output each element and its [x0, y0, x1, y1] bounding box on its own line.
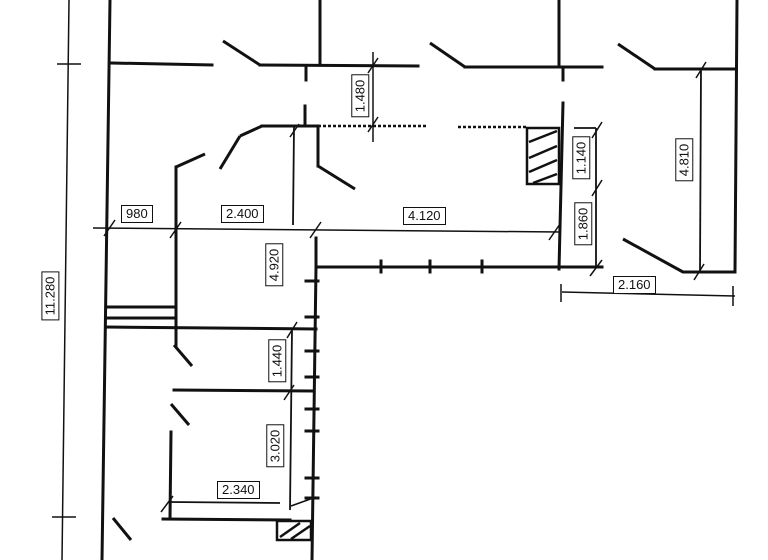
door-swings	[111, 39, 684, 541]
dimension-label-1140: 1.140	[572, 136, 591, 180]
dimension-label-1860: 1.860	[574, 202, 593, 246]
exterior-wall-left	[100, 0, 112, 560]
dimension-label-total-height: 11.280	[41, 271, 60, 321]
dimension-label-3020: 3.020	[266, 424, 285, 468]
dimension-label-1440: 1.440	[268, 339, 287, 383]
dimension-lines	[92, 52, 736, 513]
dimension-label-4810: 4.810	[675, 138, 694, 182]
dimension-label-2340: 2.340	[217, 481, 260, 499]
dimension-label-1480: 1.480	[351, 74, 370, 118]
dimension-label-4120: 4.120	[403, 207, 446, 225]
dimension-label-980: 980	[121, 205, 153, 223]
dashed-opening-line	[318, 124, 526, 129]
dimension-label-2160: 2.160	[613, 276, 656, 294]
hatched-column-bottom	[275, 519, 313, 542]
dimension-label-2400: 2.400	[221, 205, 264, 223]
top-walls	[110, 0, 739, 274]
interior-walls	[104, 66, 737, 560]
overall-dimension-line	[52, 0, 81, 560]
hatched-column-top	[525, 126, 561, 186]
dimension-label-4920: 4.920	[265, 243, 284, 287]
